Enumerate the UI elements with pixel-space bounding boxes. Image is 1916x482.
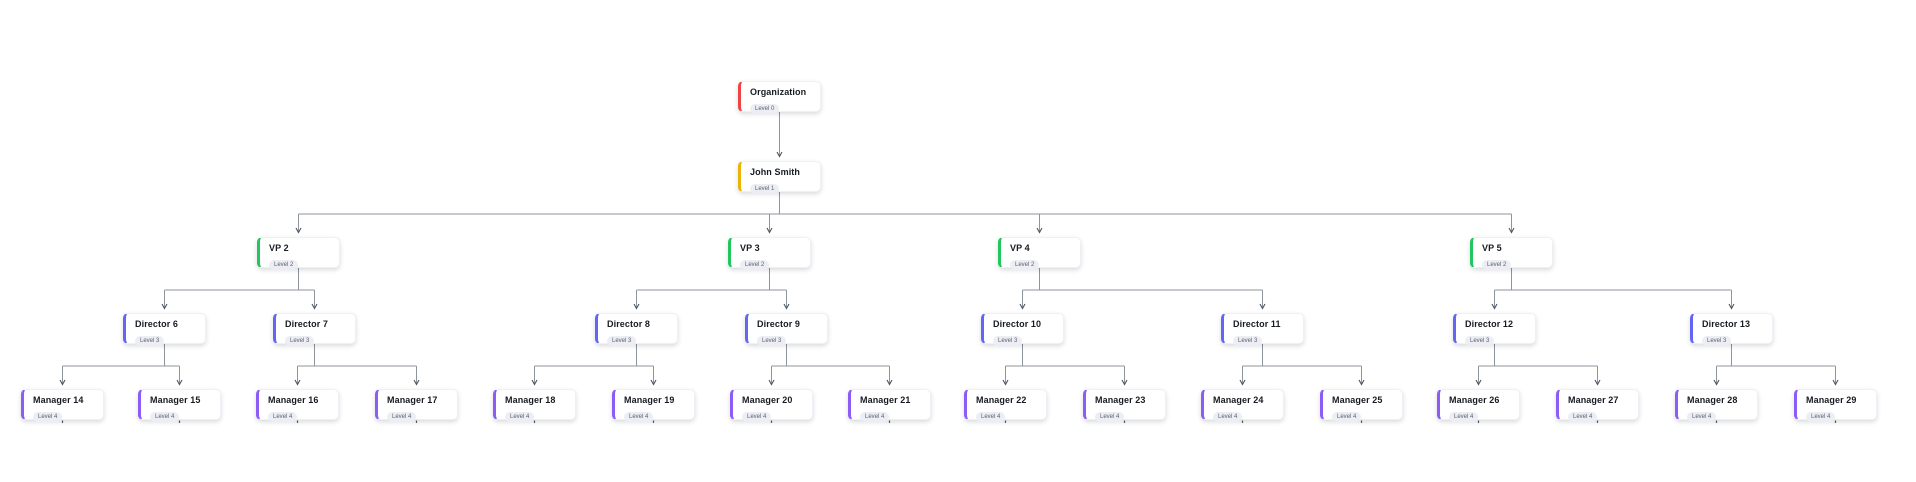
org-node-vp-3[interactable]: VP 3 Level 2 (728, 237, 811, 270)
node-name: Manager 28 (1687, 395, 1738, 405)
node-level-badge: Level 4 (1095, 412, 1125, 422)
org-node-director-9[interactable]: Director 9 Level 3 (745, 313, 828, 346)
node-level-badge: Level 2 (1482, 260, 1512, 270)
node-level-badge: Level 3 (607, 336, 637, 346)
node-name: Organization (750, 87, 807, 97)
node-name: Director 10 (993, 319, 1042, 329)
org-node-manager-20[interactable]: Manager 20 Level 4 (730, 389, 813, 422)
node-level-badge: Level 3 (1233, 336, 1263, 346)
node-name: Manager 21 (860, 395, 911, 405)
org-node-director-11[interactable]: Director 11 Level 3 (1221, 313, 1304, 346)
org-node-director-6[interactable]: Director 6 Level 3 (123, 313, 206, 346)
node-name: Manager 26 (1449, 395, 1500, 405)
node-level-badge: Level 3 (1702, 336, 1732, 346)
node-level-badge: Level 4 (860, 412, 890, 422)
org-node-manager-25[interactable]: Manager 25 Level 4 (1320, 389, 1403, 422)
node-level-badge: Level 3 (993, 336, 1023, 346)
node-name: Director 9 (757, 319, 801, 329)
node-level-badge: Level 3 (757, 336, 787, 346)
org-node-manager-26[interactable]: Manager 26 Level 4 (1437, 389, 1520, 422)
node-level-badge: Level 4 (1806, 412, 1836, 422)
node-level-badge: Level 4 (976, 412, 1006, 422)
node-name: Director 11 (1233, 319, 1281, 329)
org-node-manager-27[interactable]: Manager 27 Level 4 (1556, 389, 1639, 422)
org-node-director-13[interactable]: Director 13 Level 3 (1690, 313, 1773, 346)
node-level-badge: Level 0 (750, 104, 780, 114)
node-level-badge: Level 1 (750, 184, 780, 194)
connector-trunks (62, 191, 1836, 367)
node-level-badge: Level 4 (268, 412, 298, 422)
org-node-director-12[interactable]: Director 12 Level 3 (1453, 313, 1536, 346)
node-anchor-ticks (61, 420, 1837, 423)
node-level-badge: Level 3 (135, 336, 165, 346)
node-name: Director 6 (135, 319, 179, 329)
node-level-badge: Level 4 (1568, 412, 1598, 422)
org-node-manager-28[interactable]: Manager 28 Level 4 (1675, 389, 1758, 422)
node-name: Manager 16 (268, 395, 319, 405)
node-name: Manager 20 (742, 395, 793, 405)
node-name: VP 2 (269, 243, 289, 253)
org-node-manager-17[interactable]: Manager 17 Level 4 (375, 389, 458, 422)
node-level-badge: Level 4 (505, 412, 535, 422)
node-level-badge: Level 3 (1465, 336, 1495, 346)
node-level-badge: Level 3 (285, 336, 315, 346)
org-node-manager-19[interactable]: Manager 19 Level 4 (612, 389, 695, 422)
org-node-manager-29[interactable]: Manager 29 Level 4 (1794, 389, 1877, 422)
node-name: Manager 17 (387, 395, 438, 405)
connector-arrows (63, 112, 1836, 384)
node-level-badge: Level 4 (150, 412, 180, 422)
node-level-badge: Level 2 (269, 260, 299, 270)
org-node-director-10[interactable]: Director 10 Level 3 (981, 313, 1064, 346)
node-level-badge: Level 2 (740, 260, 770, 270)
org-node-vp-4[interactable]: VP 4 Level 2 (998, 237, 1081, 270)
node-name: VP 5 (1482, 243, 1502, 253)
org-node-organization[interactable]: Organization Level 0 (738, 81, 821, 114)
node-level-badge: Level 2 (1010, 260, 1040, 270)
node-name: John Smith (750, 167, 800, 177)
node-name: Manager 27 (1568, 395, 1619, 405)
node-name: Manager 19 (624, 395, 675, 405)
org-node-director-7[interactable]: Director 7 Level 3 (273, 313, 356, 346)
node-name: VP 3 (740, 243, 760, 253)
org-node-manager-21[interactable]: Manager 21 Level 4 (848, 389, 931, 422)
node-level-badge: Level 4 (1213, 412, 1243, 422)
node-name: Manager 18 (505, 395, 556, 405)
node-name: Manager 25 (1332, 395, 1383, 405)
org-node-manager-18[interactable]: Manager 18 Level 4 (493, 389, 576, 422)
node-name: Manager 15 (150, 395, 201, 405)
org-node-manager-23[interactable]: Manager 23 Level 4 (1083, 389, 1166, 422)
node-level-badge: Level 4 (742, 412, 772, 422)
org-node-vp-5[interactable]: VP 5 Level 2 (1470, 237, 1553, 270)
org-node-john-smith[interactable]: John Smith Level 1 (738, 161, 821, 194)
org-node-manager-16[interactable]: Manager 16 Level 4 (256, 389, 339, 422)
node-name: Manager 22 (976, 395, 1027, 405)
node-level-badge: Level 4 (387, 412, 417, 422)
node-name: Director 7 (285, 319, 329, 329)
node-level-badge: Level 4 (624, 412, 654, 422)
node-name: Manager 24 (1213, 395, 1264, 405)
node-name: Director 12 (1465, 319, 1514, 329)
node-name: Manager 14 (33, 395, 84, 405)
node-name: Director 8 (607, 319, 651, 329)
node-name: VP 4 (1010, 243, 1030, 253)
node-level-badge: Level 4 (1687, 412, 1717, 422)
node-name: Director 13 (1702, 319, 1751, 329)
org-node-manager-22[interactable]: Manager 22 Level 4 (964, 389, 1047, 422)
org-node-manager-24[interactable]: Manager 24 Level 4 (1201, 389, 1284, 422)
org-node-vp-2[interactable]: VP 2 Level 2 (257, 237, 340, 270)
node-name: Manager 23 (1095, 395, 1146, 405)
node-level-badge: Level 4 (1449, 412, 1479, 422)
node-level-badge: Level 4 (33, 412, 63, 422)
org-node-director-8[interactable]: Director 8 Level 3 (595, 313, 678, 346)
node-level-badge: Level 4 (1332, 412, 1362, 422)
node-name: Manager 29 (1806, 395, 1857, 405)
org-node-manager-14[interactable]: Manager 14 Level 4 (21, 389, 104, 422)
org-node-manager-15[interactable]: Manager 15 Level 4 (138, 389, 221, 422)
